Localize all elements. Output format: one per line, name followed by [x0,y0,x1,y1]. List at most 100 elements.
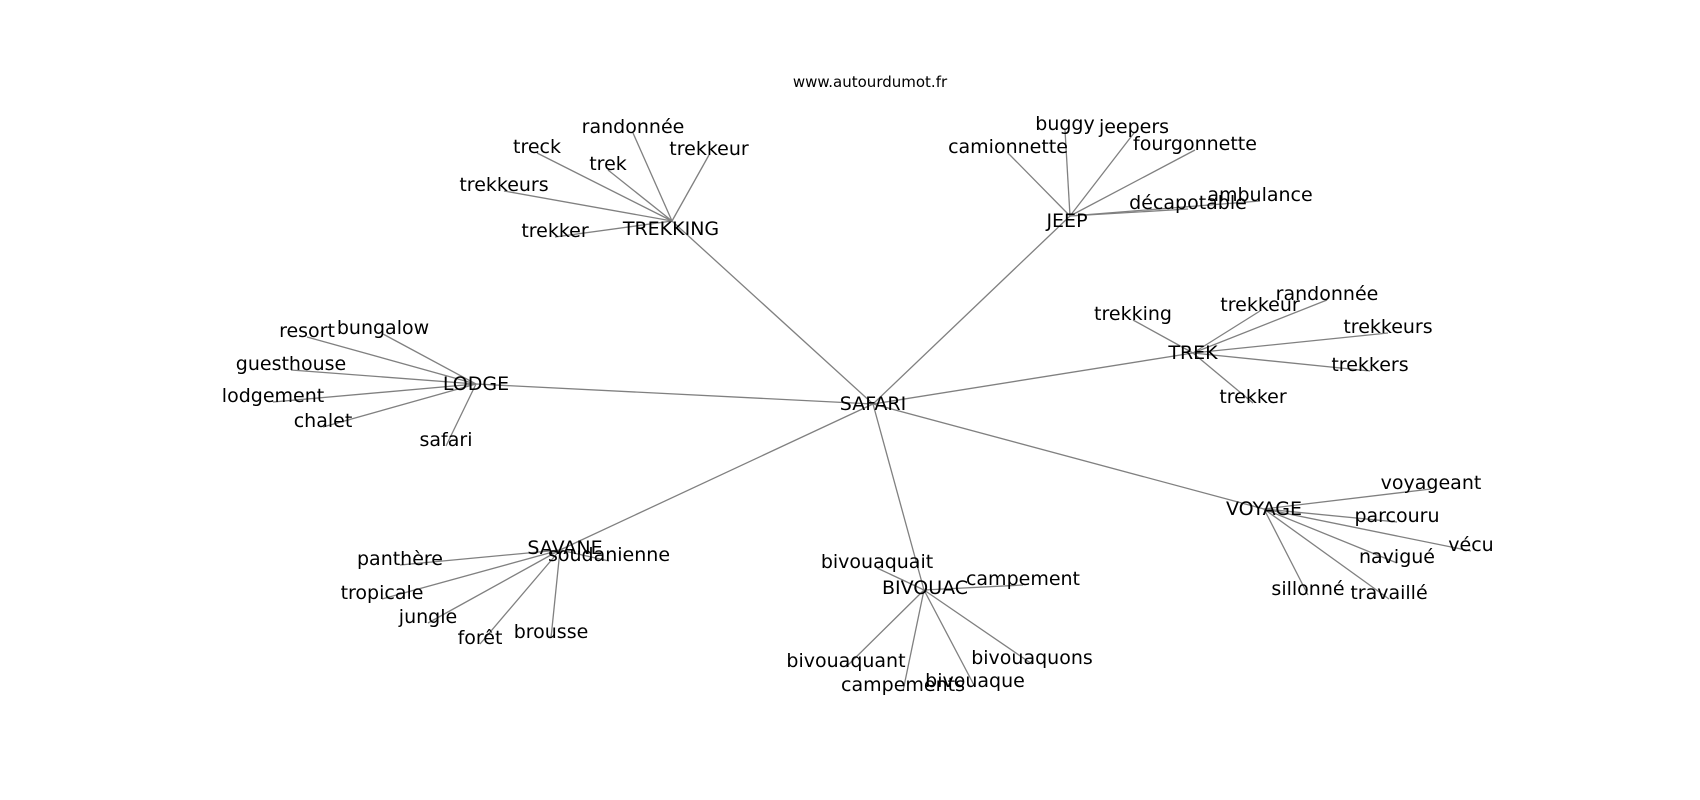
node-lodge-resort: resort [279,320,335,342]
node-lodge-bungalow: bungalow [337,317,429,339]
graph-labels: SAFARI TREKKING randonnée treck trekkeur trek… [222,113,1494,696]
node-savane-soudanienne: soudanienne [548,544,670,566]
node-hub-voyage: VOYAGE [1226,498,1302,520]
edge-trekking-randonnee [632,132,673,222]
edge-savane-panthere [399,549,561,566]
edge-trek-trekkeur [1192,310,1261,354]
node-hub-savane: SAVANE [527,537,602,559]
edge-voyage-vecu [1263,508,1472,552]
node-trek-trekkeurs: trekkeurs [1343,316,1432,338]
edge-lodge-lodgement [272,383,477,403]
node-savane-tropicale: tropicale [341,582,424,604]
edge-trekking-trek [607,169,673,222]
node-bivouac-campement: campement [966,568,1080,590]
edge-trek-trekkeurs [1192,332,1389,354]
edge-voyage-voyageant [1263,488,1432,510]
edge-voyage-sillonne [1263,508,1309,596]
edge-safari-trek [872,352,1194,405]
node-voyage-parcouru: parcouru [1354,505,1439,527]
node-hub-bivouac: BIVOUAC [882,577,968,599]
edge-trek-randonnee [1192,299,1328,354]
edge-savane-soudanienne [559,549,610,562]
node-savane-brousse: brousse [514,621,589,643]
node-jeep-fourgonnette: fourgonnette [1133,133,1257,155]
edge-jeep-decapotable [1069,208,1189,217]
edge-safari-trekking [671,220,874,405]
edge-jeep-buggy [1064,129,1071,217]
edge-trekking-trekkeurs [503,190,673,222]
edge-voyage-parcouru [1263,508,1398,523]
edge-lodge-guesthouse [290,369,477,385]
node-bivouac-bivouaquons: bivouaquons [971,647,1093,669]
edge-trek-trekker [1192,352,1254,404]
node-savane-jungle: jungle [398,606,457,628]
edge-bivouac-bivouaquant [845,589,925,668]
node-jeep-buggy: buggy [1035,113,1094,135]
edge-jeep-jeepers [1069,132,1135,217]
node-voyage-travaille: travaillé [1350,582,1427,604]
node-trek-trekkers: trekkers [1331,354,1408,376]
edge-bivouac-bivouaquait [876,567,925,591]
node-trekking-trekker: trekker [521,220,589,242]
node-voyage-voyageant: voyageant [1381,472,1482,494]
node-trekking-trek: trek [589,153,627,175]
edge-savane-jungle [427,549,561,624]
node-bivouac-bivouaquant: bivouaquant [786,650,905,672]
node-bivouac-campements: campements [841,674,965,696]
node-voyage-sillonne: sillonné [1271,578,1344,600]
node-jeep-decapotable: décapotable [1129,192,1247,214]
edge-safari-voyage [872,403,1265,510]
edge-bivouac-campements [902,589,925,692]
node-lodge-chalet: chalet [294,410,353,432]
edge-bivouac-bivouaque [923,589,976,688]
node-jeep-camionnette: camionnette [948,136,1068,158]
node-savane-foret: forêt [458,627,503,649]
node-trek-trekker: trekker [1219,386,1287,408]
edge-trekking-trekker [554,220,673,238]
node-trekking-trekkeurs: trekkeurs [459,174,548,196]
edge-safari-lodge [475,383,874,405]
node-bivouac-bivouaquait: bivouaquait [821,551,933,573]
edge-safari-jeep [872,215,1071,405]
node-lodge-safari: safari [420,429,473,451]
node-hub-trek: TREK [1167,342,1218,364]
edge-voyage-navigue [1263,508,1398,564]
node-bivouac-bivouaque: bivouaque [925,670,1025,692]
node-savane-panthere: panthère [357,548,443,570]
edge-lodge-resort [306,336,477,385]
edge-jeep-camionnette [1007,152,1071,217]
node-voyage-vecu: vécu [1448,534,1493,556]
edge-jeep-fourgonnette [1069,149,1196,217]
edge-lodge-safari [445,383,477,447]
edge-trekking-treck [536,152,673,222]
node-lodge-lodgement: lodgement [222,385,324,407]
node-center-safari: SAFARI [840,393,906,415]
node-jeep-jeepers: jeepers [1098,116,1169,138]
node-trekking-randonnee: randonnée [582,116,685,138]
edge-savane-tropicale [381,549,561,600]
edge-trekking-trekkeur [671,154,710,222]
source-label: www.autourdumot.fr [793,73,948,91]
node-hub-trekking: TREKKING [622,218,719,240]
node-trek-trekkeur: trekkeur [1220,294,1300,316]
node-trek-trekking: trekking [1094,303,1172,325]
graph-edges [272,129,1472,692]
edge-safari-bivouac [872,403,925,591]
edge-trek-trekking [1132,319,1194,354]
edge-bivouac-bivouaquons [923,589,1033,665]
edge-lodge-chalet [322,383,477,428]
edge-bivouac-campement [923,584,1024,591]
node-hub-jeep: JEEP [1045,210,1087,232]
node-trekking-trekkeur: trekkeur [669,138,749,160]
edge-lodge-bungalow [382,333,477,385]
node-jeep-ambulance: ambulance [1207,184,1312,206]
node-voyage-navigue: navigué [1359,546,1435,568]
node-lodge-guesthouse: guesthouse [236,353,346,375]
edge-savane-foret [479,549,561,645]
edge-trek-trekkers [1192,352,1371,372]
node-hub-lodge: LODGE [443,373,509,395]
edge-safari-savane [559,403,874,551]
node-trekking-treck: treck [513,136,561,158]
